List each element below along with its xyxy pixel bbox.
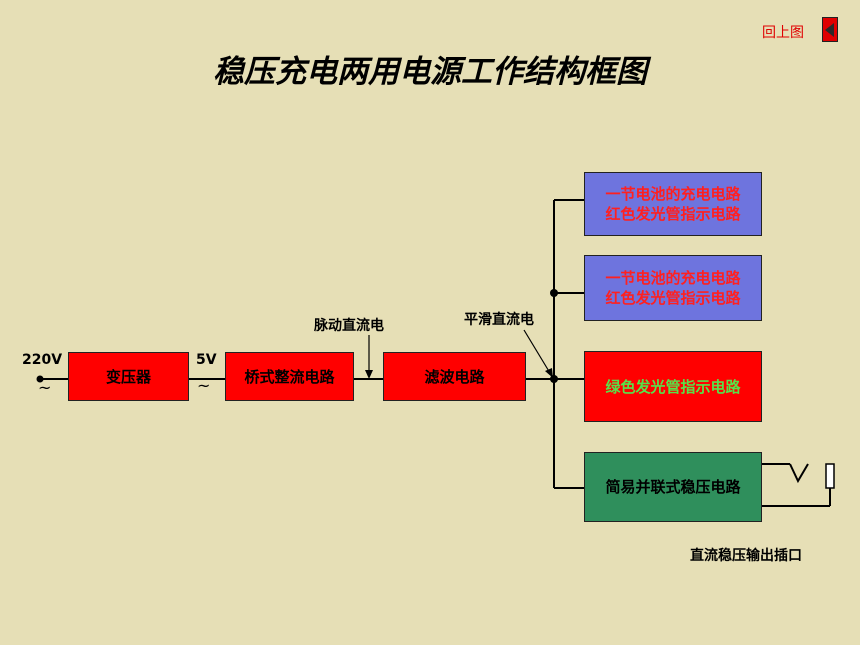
shunt-regulator-block: 简易并联式稳压电路 (584, 452, 762, 522)
transformer-block: 变压器 (68, 352, 189, 401)
secondary-ac-symbol: ~ (197, 376, 211, 395)
back-link[interactable]: 回上图 (762, 25, 804, 41)
secondary-voltage-label: 5V (196, 352, 217, 368)
input-ac-symbol: ~ (38, 378, 52, 397)
filter-block: 滤波电路 (383, 352, 526, 401)
dc-output-socket-label: 直流稳压输出插口 (690, 548, 802, 564)
charge-circuit-block-1: 一节电池的充电电路 红色发光管指示电路 (584, 172, 762, 236)
charge-circuit-1-line1: 一节电池的充电电路 (605, 185, 741, 203)
back-arrow-icon[interactable] (822, 17, 838, 42)
shunt-regulator-label: 简易并联式稳压电路 (605, 478, 741, 496)
green-led-indicator-label: 绿色发光管指示电路 (605, 377, 741, 396)
charge-circuit-2-line2: 红色发光管指示电路 (605, 289, 741, 307)
green-led-indicator-block: 绿色发光管指示电路 (584, 351, 762, 422)
input-voltage-label: 220V (22, 352, 63, 368)
diagram-title: 稳压充电两用电源工作结构框图 (213, 54, 647, 90)
bridge-rectifier-label: 桥式整流电路 (244, 367, 335, 386)
bridge-rectifier-block: 桥式整流电路 (225, 352, 354, 401)
charge-circuit-block-2: 一节电池的充电电路 红色发光管指示电路 (584, 255, 762, 321)
charge-circuit-2-line1: 一节电池的充电电路 (605, 269, 741, 287)
transformer-label: 变压器 (105, 367, 151, 386)
pulsating-dc-label: 脉动直流电 (314, 318, 384, 334)
smooth-dc-label: 平滑直流电 (464, 312, 534, 328)
charge-circuit-1-line2: 红色发光管指示电路 (605, 205, 741, 223)
filter-label: 滤波电路 (424, 367, 485, 386)
